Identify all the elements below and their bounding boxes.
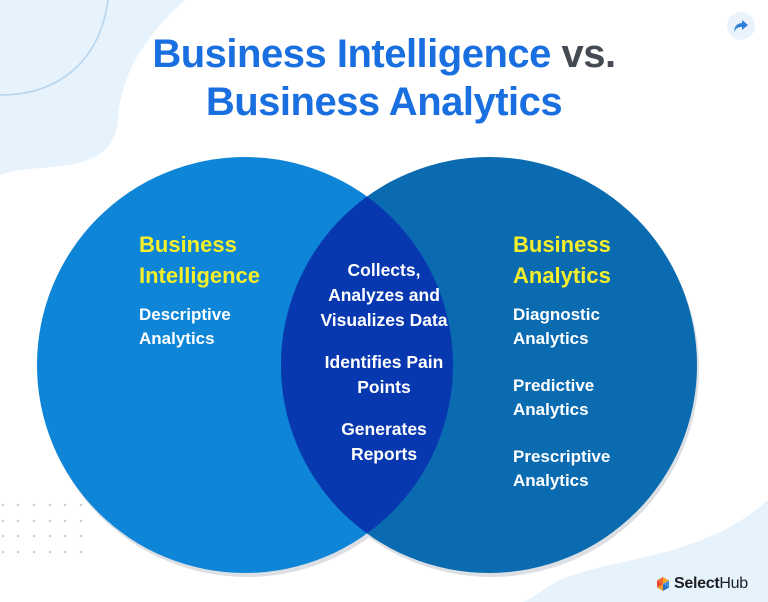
ba-heading: Business Analytics	[513, 232, 611, 288]
dot-grid	[1, 503, 83, 554]
bi-heading: Business Intelligence	[139, 232, 261, 288]
selecthub-hexagon-icon	[657, 577, 669, 591]
ba-item-prescriptive: Prescriptive Analytics	[513, 447, 611, 490]
share-button[interactable]	[727, 12, 755, 40]
overlap-item-collects: Collects, Analyzes and Visualizes Data	[320, 260, 448, 330]
title-part1: Business Intelligence	[152, 32, 551, 76]
ba-item-predictive: Predictive Analytics	[513, 376, 595, 419]
ba-item-diagnostic: Diagnostic Analytics	[513, 305, 600, 348]
title-vs: vs.	[561, 32, 617, 76]
business-intelligence-block: Business Intelligence Descriptive Analyt…	[139, 229, 299, 351]
bi-item-descriptive: Descriptive Analytics	[139, 305, 231, 348]
overlap-item-pain-points: Identifies Pain Points	[324, 352, 444, 397]
overlap-region	[281, 157, 453, 573]
overlap-block: Collects, Analyzes and Visualizes Data I…	[300, 258, 468, 484]
title-line2: Business Analytics	[205, 80, 563, 124]
page-title: Business Intelligence vs. Business Analy…	[0, 30, 768, 126]
share-arrow-icon	[734, 20, 748, 32]
selecthub-logo: SelectHub	[655, 575, 748, 593]
business-analytics-block: Business Analytics Diagnostic Analytics …	[513, 229, 663, 516]
overlap-item-reports: Generates Reports	[341, 419, 427, 464]
